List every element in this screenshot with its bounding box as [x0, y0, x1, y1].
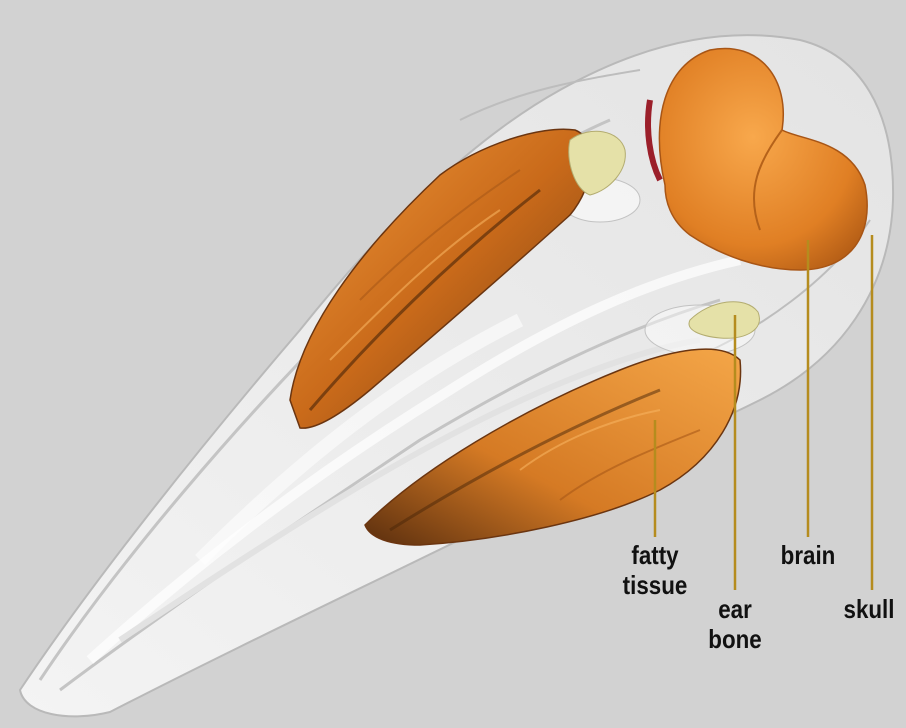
label-ear-bone-line2: bone [701, 624, 770, 654]
label-fatty-tissue-line2: tissue [616, 570, 693, 600]
label-fatty-tissue-line1: fatty [616, 540, 693, 570]
label-skull: skull [837, 594, 901, 624]
label-brain: brain [774, 540, 843, 570]
label-ear-bone: ear bone [701, 594, 770, 654]
label-ear-bone-line1: ear [701, 594, 770, 624]
label-skull-line1: skull [837, 594, 901, 624]
label-brain-line1: brain [774, 540, 843, 570]
label-fatty-tissue: fatty tissue [616, 540, 693, 600]
